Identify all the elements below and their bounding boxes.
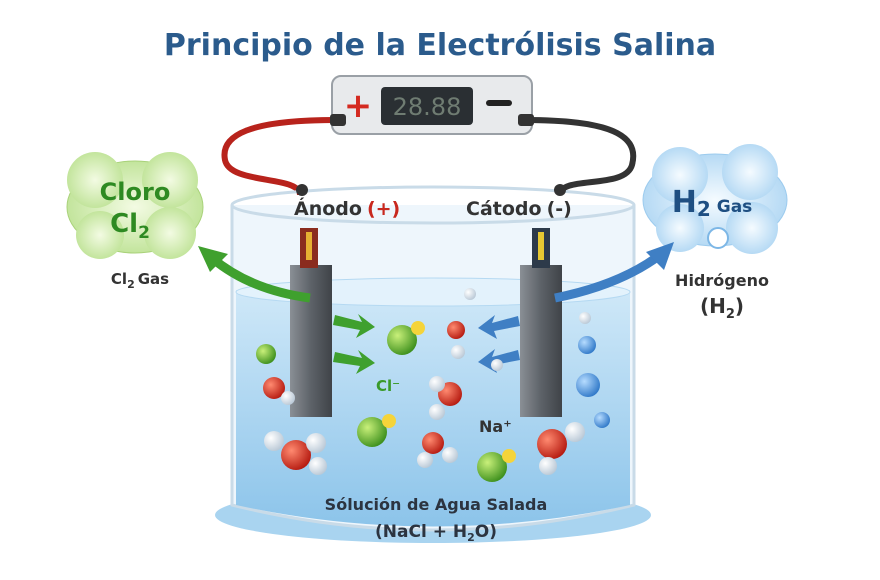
ion-arrows-anode	[333, 314, 375, 374]
plus-terminal-icon: +	[344, 86, 373, 126]
chloride-ion-label: Cl⁻	[376, 377, 400, 395]
chlorine-rise-arrow	[209, 254, 311, 303]
power-supply: 28.88 +	[330, 75, 534, 135]
anode-label: Ánodo(+)	[294, 197, 400, 220]
hidrogeno-label: Hidrógeno	[675, 271, 769, 290]
h2-formula-label: (H2)	[700, 294, 744, 322]
molecules	[256, 288, 610, 482]
minus-terminal-icon	[486, 100, 512, 106]
cathode-label: Cátodo(-)	[466, 198, 572, 220]
cl2-label: Cl2	[110, 209, 150, 243]
page-title: Principio de la Electrólisis Salina	[164, 28, 716, 63]
solution-label: Sólución de Agua Salada	[325, 495, 548, 514]
sodium-ion-label: Na⁺	[479, 417, 512, 436]
cathode-electrode	[520, 184, 566, 417]
anode-electrode	[290, 184, 332, 417]
beaker	[215, 185, 651, 543]
cloro-label: Cloro	[100, 178, 171, 206]
cathode-wire	[524, 117, 637, 196]
voltage-display: 28.88	[393, 93, 462, 121]
anode-wire	[221, 117, 336, 196]
chlorine-cloud: Cloro Cl2	[66, 152, 204, 259]
hydrogen-rise-arrow	[554, 251, 663, 303]
solution-formula: (NaCl + H2O)	[375, 522, 497, 544]
